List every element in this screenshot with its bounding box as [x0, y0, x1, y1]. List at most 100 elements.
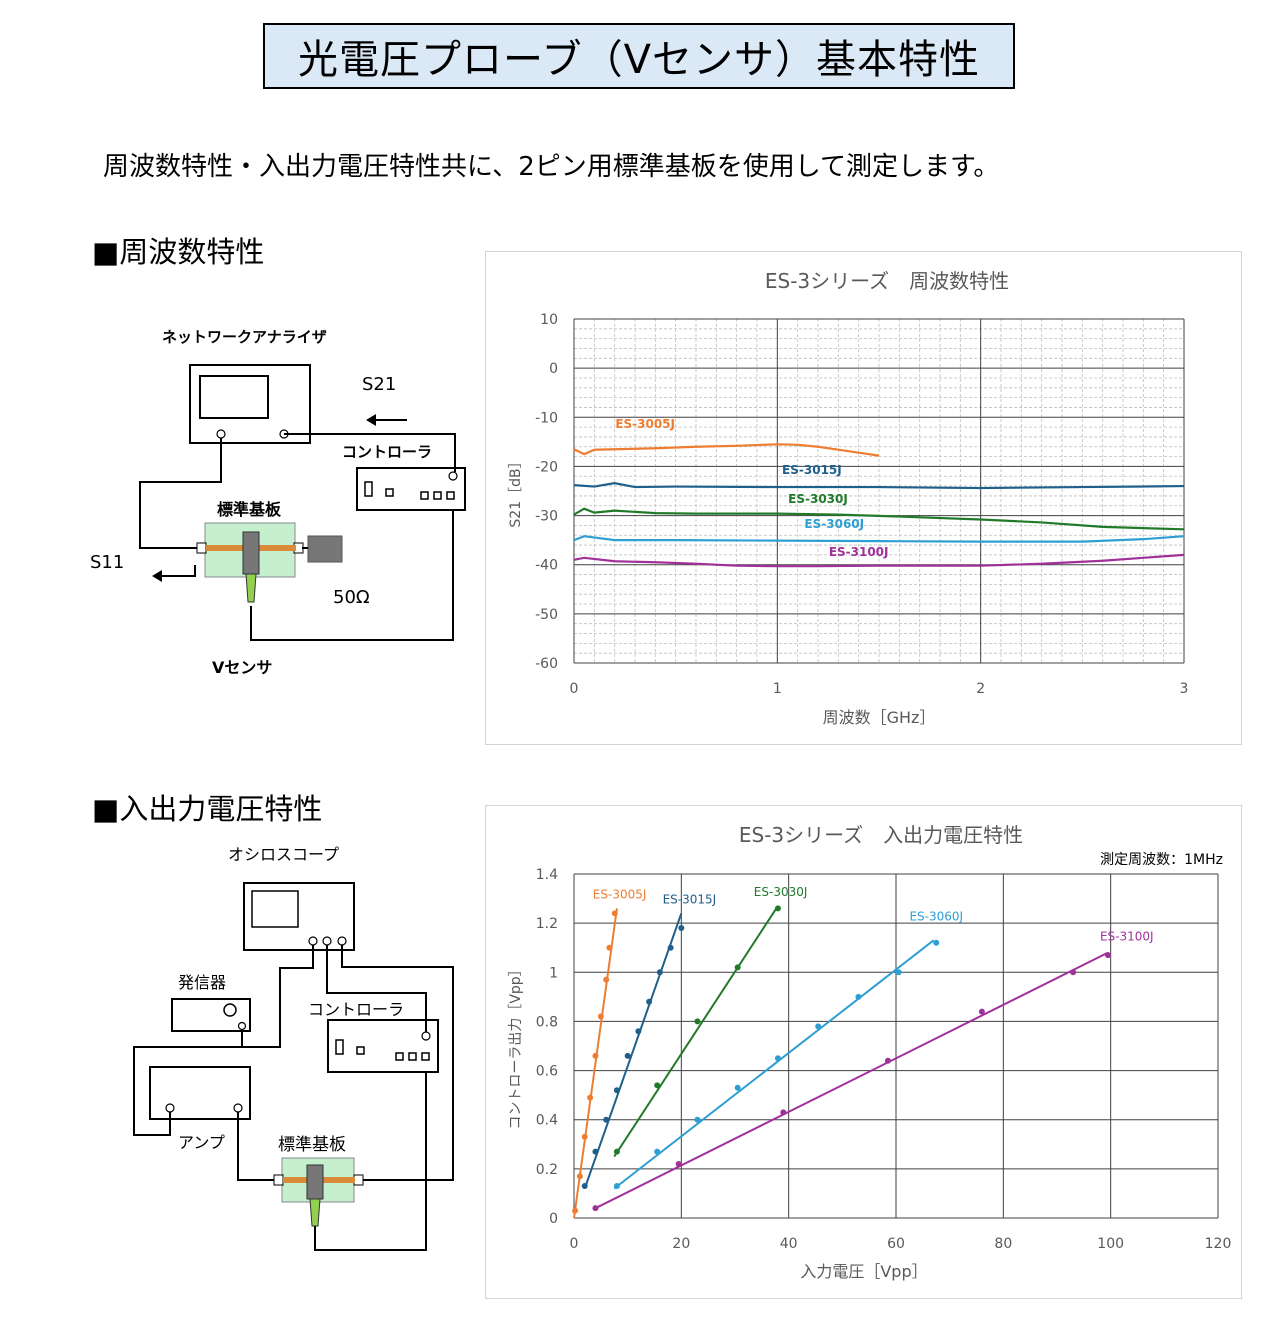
board-label: 標準基板	[217, 500, 282, 519]
chart1-x-tick-label: 3	[1180, 681, 1189, 697]
chart1-x-tick-label: 2	[976, 681, 985, 697]
chart1-series-line-es-3015j	[573, 482, 1185, 490]
chart2-data-point-es-3030j	[734, 964, 741, 971]
load-50ohm	[307, 535, 343, 563]
controller-box	[356, 467, 466, 511]
chart1-series-line-es-3060j	[573, 535, 1185, 543]
chart2-data-point-es-3005j	[592, 1052, 599, 1059]
chart2-data-point-es-3005j	[603, 976, 610, 983]
section-title-io-voltage: ■入出力電圧特性	[92, 792, 323, 826]
chart2-x-tick-label: 80	[994, 1236, 1012, 1252]
chart2-y-tick-label: 1.4	[536, 867, 558, 883]
chart1-series-label: ES-3015J	[782, 463, 842, 477]
chart2-data-point-es-3100j	[780, 1109, 787, 1116]
wire-s21	[284, 433, 456, 472]
page-title: 光電圧プローブ（Vセンサ）基本特性	[263, 23, 1015, 89]
chart1-y-tick-label: -30	[535, 509, 558, 525]
chart2-series-label: ES-3060J	[909, 910, 963, 924]
chart2-x-tick-label: 60	[887, 1236, 905, 1252]
chart2-data-point-es-3060j	[734, 1084, 741, 1091]
chart2-data-point-es-3100j	[884, 1057, 891, 1064]
intro-text: 周波数特性・入出力電圧特性共に、2ピン用標準基板を使用して測定します。	[103, 152, 1000, 182]
wire-s11	[139, 438, 222, 549]
chart2-fit-line-es-3100j	[595, 951, 1109, 1210]
chart2-data-point-es-3015j	[603, 1116, 610, 1123]
chart2-data-point-es-3015j	[678, 925, 685, 932]
chart2-series-label: ES-3005J	[593, 888, 647, 902]
s21-label: S21	[362, 374, 396, 395]
chart2-data-point-es-3100j	[978, 1008, 985, 1015]
chart2-data-point-es-3060j	[694, 1116, 701, 1123]
chart2-x-tick-label: 0	[570, 1236, 579, 1252]
chart2-data-point-es-3060j	[774, 1055, 781, 1062]
chart2-fit-line-es-3005j	[573, 908, 618, 1219]
chart2-data-point-es-3015j	[592, 1148, 599, 1155]
chart1-y-tick-label: -50	[535, 607, 558, 623]
chart2-data-point-es-3030j	[774, 905, 781, 912]
chart1-y-tick-label: -60	[535, 656, 558, 672]
chart1-series-label: ES-3100J	[829, 545, 889, 559]
chart2-data-point-es-3060j	[654, 1148, 661, 1155]
chart1-y-tick-label: -20	[535, 459, 558, 475]
chart2-data-point-es-3015j	[635, 1028, 642, 1035]
chart2-data-point-es-3005j	[581, 1133, 588, 1140]
chart1-y-tick-label: -10	[535, 410, 558, 426]
chart1-x-axis-label: 周波数［GHz］	[823, 708, 936, 727]
chart2-y-tick-label: 0.2	[536, 1162, 558, 1178]
controller2-label: コントローラ	[308, 1000, 404, 1019]
s21-arrow-icon	[366, 414, 407, 426]
chart2-data-point-es-3100j	[1070, 969, 1077, 976]
analyzer-screen	[199, 375, 269, 419]
chart2-data-point-es-3015j	[613, 1087, 620, 1094]
chart2-fit-line-es-3015j	[583, 912, 683, 1189]
chart1-x-tick-label: 1	[773, 681, 782, 697]
chart2-data-point-es-3060j	[613, 1183, 620, 1190]
chart2-x-tick-label: 100	[1097, 1236, 1124, 1252]
chart2-y-tick-label: 1	[549, 965, 558, 981]
chart2-series-label: ES-3100J	[1100, 929, 1154, 943]
chart1-series-line-es-3030j	[573, 507, 1185, 531]
chart2-data-point-es-3005j	[606, 944, 613, 951]
chart2-data-point-es-3005j	[576, 1173, 583, 1180]
chart2-data-point-es-3005j	[572, 1207, 579, 1214]
chart2-data-point-es-3015j	[646, 998, 653, 1005]
chart1-series-line-es-3100j	[573, 553, 1185, 568]
chart2-data-point-es-3060j	[895, 969, 902, 976]
chart1-y-tick-label: -40	[535, 558, 558, 574]
wire-sensor	[250, 510, 454, 641]
chart2-x-tick-label: 120	[1205, 1236, 1232, 1252]
chart2-data-point-es-3005j	[587, 1094, 594, 1101]
v-sensor-body	[242, 531, 260, 575]
chart2-data-point-es-3005j	[597, 1013, 604, 1020]
chart2-annotation: 測定周波数：1MHz	[1100, 852, 1223, 868]
chart2-title: ES-3シリーズ 入出力電圧特性	[739, 823, 1023, 847]
s11-arrow-icon	[152, 565, 196, 582]
board2-label: 標準基板	[278, 1135, 346, 1155]
section-title-frequency: ■周波数特性	[92, 235, 265, 269]
amp-label: アンプ	[178, 1133, 225, 1152]
chart2-data-point-es-3030j	[613, 1148, 620, 1155]
chart1-series-label: ES-3060J	[804, 517, 864, 531]
chart2-y-tick-label: 0.8	[536, 1014, 558, 1030]
chart2-data-point-es-3060j	[815, 1023, 822, 1030]
frequency-setup-diagram: ネットワークアナライザ S21 コントローラ 標準基板 S11	[80, 310, 480, 690]
controller-port	[448, 471, 458, 481]
chart2-fit-line-es-3060j	[613, 939, 935, 1190]
chart2-data-point-es-3015j	[581, 1183, 588, 1190]
analyzer-port-1	[216, 429, 226, 439]
chart1-series-line-es-3005j	[573, 443, 880, 457]
chart2-data-point-es-3030j	[694, 1018, 701, 1025]
load-label: 50Ω	[333, 587, 370, 608]
chart2-data-point-es-3005j	[611, 910, 618, 917]
chart2-fit-line-es-3030j	[613, 905, 779, 1158]
chart2-data-point-es-3015j	[656, 969, 663, 976]
chart1-series-label: ES-3030J	[788, 492, 848, 506]
scope-label: オシロスコープ	[228, 845, 339, 864]
generator-box	[171, 998, 251, 1032]
chart2-data-point-es-3015j	[624, 1052, 631, 1059]
v-sensor-label: Vセンサ	[212, 658, 272, 677]
chart2-series-label: ES-3015J	[663, 892, 717, 906]
chart1-y-axis-label: S21［dB］	[508, 454, 524, 527]
chart2-y-tick-label: 1.2	[536, 916, 558, 932]
